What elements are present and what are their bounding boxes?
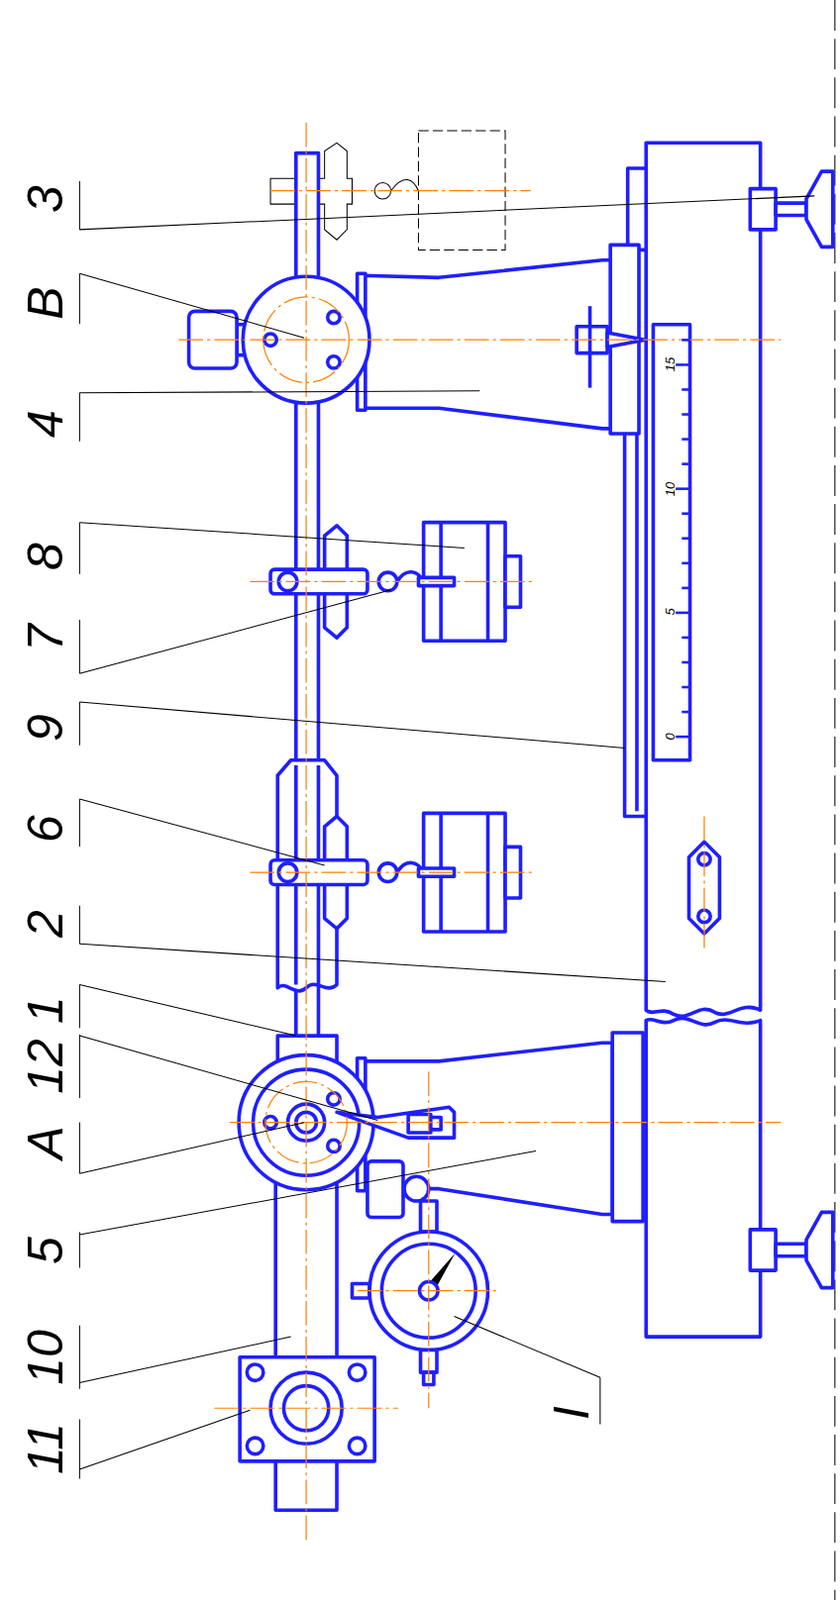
column	[362, 260, 613, 429]
callout-number: 3	[20, 185, 71, 213]
callout-number: 2	[20, 910, 71, 939]
leader-line	[79, 799, 324, 866]
leader-line	[79, 523, 81, 575]
scale-tick	[681, 388, 690, 392]
base-beam	[645, 1018, 760, 1338]
scale-tick	[675, 487, 690, 491]
scale-number: 15	[662, 357, 676, 372]
leader-line	[79, 1123, 305, 1175]
leader-line	[454, 1316, 601, 1378]
leader-line	[599, 1377, 601, 1425]
callout-number: 8	[20, 542, 71, 571]
scale-tick	[681, 711, 690, 715]
scale-tick	[675, 363, 690, 367]
leader-line	[79, 702, 81, 746]
leader-line	[79, 391, 480, 394]
callout-number: I	[546, 1406, 597, 1421]
callout-number: 10	[20, 1330, 71, 1386]
center-lines	[178, 122, 781, 1543]
base-beam	[645, 142, 760, 1017]
leader-line	[79, 799, 81, 847]
leader-line	[79, 1326, 81, 1390]
leader-line	[79, 1036, 378, 1122]
leader-line	[79, 985, 81, 1030]
leader-line	[79, 273, 81, 324]
leader-line	[79, 1122, 81, 1174]
leader-line	[79, 1419, 81, 1479]
counterweight	[239, 1358, 375, 1463]
leader-line	[79, 523, 464, 549]
callout-number: B	[20, 286, 71, 319]
scale-tick	[681, 437, 690, 441]
scale-tick	[681, 661, 690, 665]
leader-line	[79, 1410, 250, 1470]
scale-tick	[681, 562, 690, 566]
scale-tick	[681, 462, 690, 466]
indicator-clamp	[367, 1161, 404, 1219]
leader-line	[79, 1035, 81, 1099]
leader-line	[79, 196, 815, 230]
scale-plate	[652, 324, 690, 761]
leader-line	[79, 906, 81, 945]
leveling-foot	[749, 1212, 833, 1288]
leader-line	[79, 620, 81, 674]
leader-lines	[79, 181, 815, 1480]
scale-tick	[681, 636, 690, 640]
leader-line	[79, 181, 81, 230]
callout-number: 7	[20, 624, 71, 652]
scale-tick	[675, 612, 690, 616]
leader-line	[79, 944, 665, 982]
leader-line	[79, 1337, 291, 1383]
scale-number: 10	[662, 481, 676, 496]
rig-parts	[189, 142, 834, 1511]
callout-number: 1	[20, 996, 71, 1025]
scale-tick	[675, 735, 690, 739]
leader-line	[79, 393, 81, 442]
leader-line	[79, 702, 625, 748]
callout-number: 6	[20, 815, 71, 843]
callout-number: 5	[20, 1237, 71, 1265]
callout-number: A	[20, 1127, 71, 1160]
leveling-foot	[749, 171, 833, 247]
scale-tick	[681, 413, 690, 417]
scale-tick	[681, 338, 690, 342]
scale-tick	[681, 512, 690, 516]
callout-number: 9	[20, 714, 71, 742]
callout-number: 11	[20, 1424, 71, 1476]
scale-ticks	[675, 339, 690, 737]
leader-line	[79, 273, 305, 338]
scale-number: 5	[662, 609, 676, 617]
leader-line	[79, 1232, 81, 1268]
scale-tick	[681, 536, 690, 540]
callout-number: 4	[20, 410, 71, 438]
leader-line	[79, 985, 296, 1038]
leader-line	[79, 590, 391, 675]
scale-tick	[681, 686, 690, 690]
scale-number: 0	[662, 733, 676, 740]
scale-tick	[681, 587, 690, 591]
leader-line	[79, 1152, 536, 1237]
callout-number: 12	[20, 1039, 71, 1095]
